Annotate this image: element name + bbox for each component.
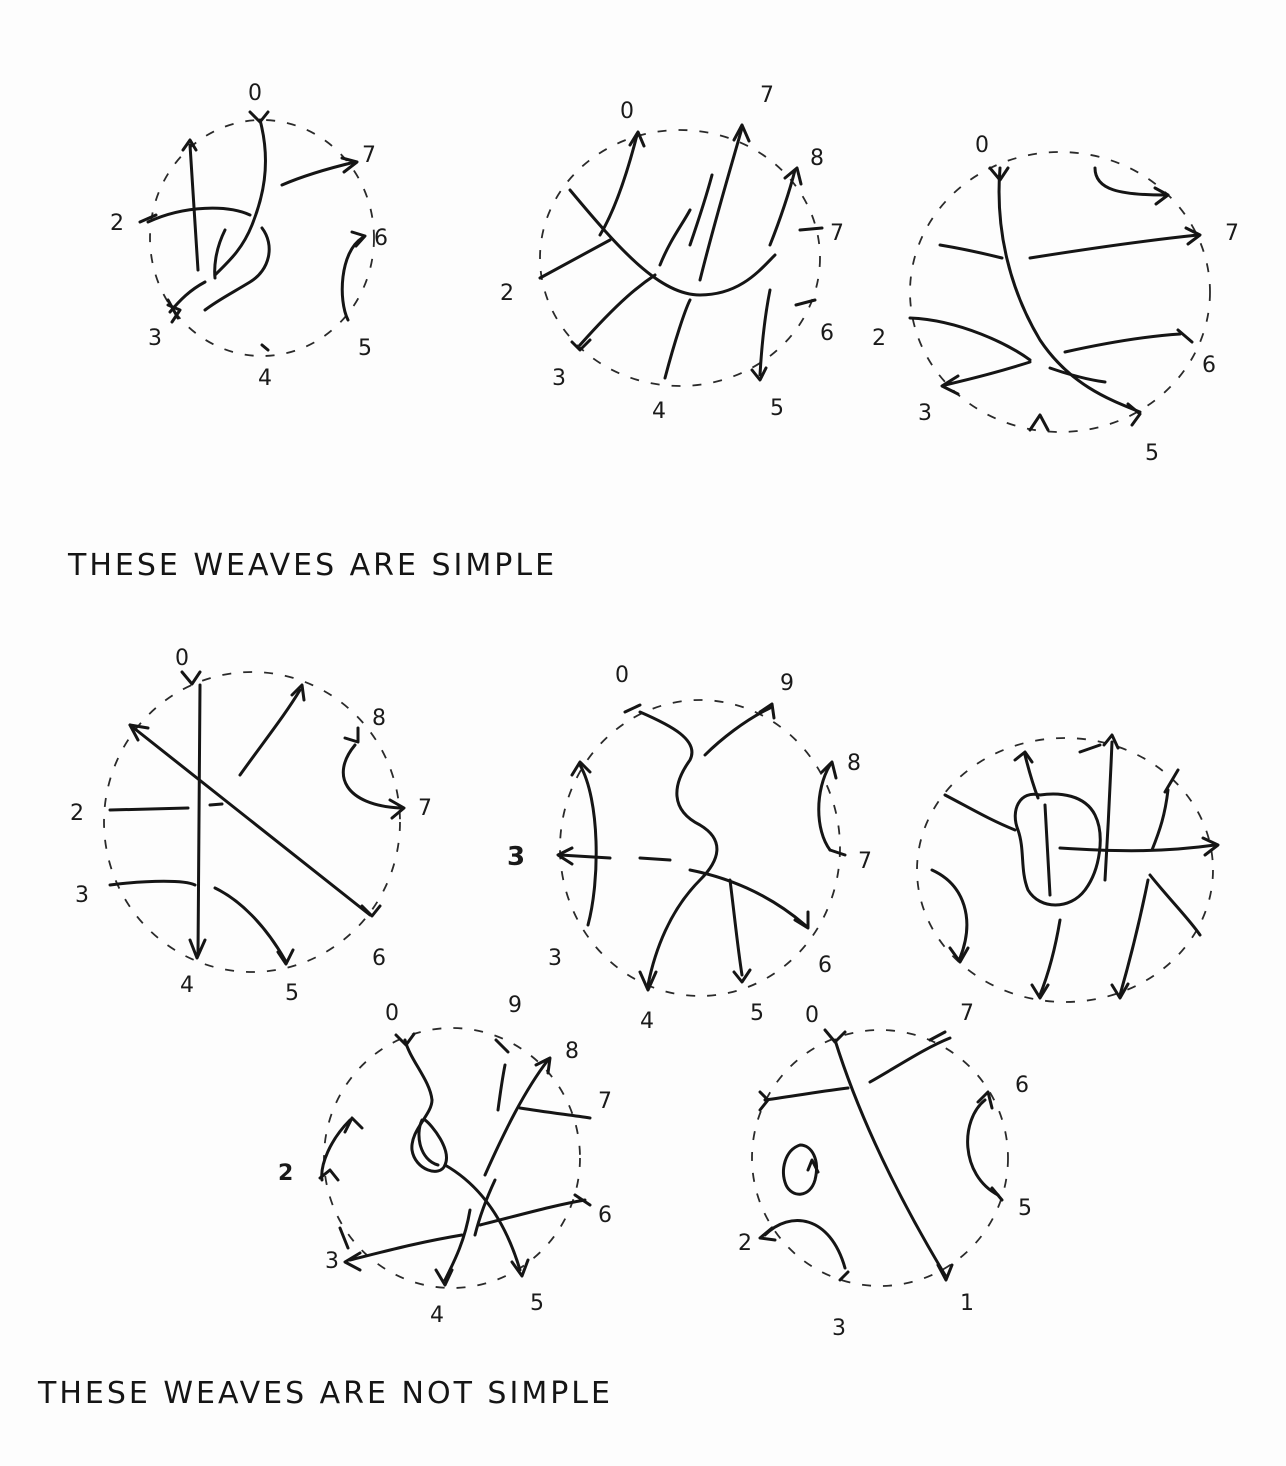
weave-boundary (103, 671, 401, 973)
label-2: 2 (872, 326, 886, 351)
label-3: 3 (548, 946, 562, 971)
label-6: 6 (374, 226, 388, 251)
caption-simple: THESE WEAVES ARE SIMPLE (67, 548, 557, 583)
weave-strands (908, 166, 1202, 432)
label-8: 8 (810, 146, 824, 171)
weave-strands (930, 733, 1220, 1000)
label-2: 2 (110, 211, 124, 236)
label-4: 4 (180, 973, 194, 998)
weave-diagram-7: 0 9 8 7 6 5 4 3 2 (278, 993, 612, 1328)
label-2: 2 (738, 1231, 752, 1256)
label-8: 8 (565, 1039, 579, 1064)
label-1: 1 (960, 1291, 974, 1316)
label-6: 6 (1015, 1073, 1029, 1098)
label-7: 7 (418, 796, 432, 821)
weave-boundary (559, 699, 841, 997)
weave-boundary (909, 151, 1211, 433)
label-7: 7 (858, 849, 872, 874)
label-7: 7 (1225, 221, 1239, 246)
label-0: 0 (620, 99, 634, 124)
label-7b: 7 (830, 221, 844, 246)
weave-diagram-3: 0 7 6 5 3 2 (872, 133, 1239, 466)
weave-strands (758, 1028, 1004, 1282)
label-6: 6 (820, 321, 834, 346)
label-9: 9 (780, 671, 794, 696)
label-0: 0 (615, 663, 629, 688)
label-5: 5 (285, 981, 299, 1006)
label-7: 7 (960, 1001, 974, 1026)
label-5: 5 (1145, 441, 1159, 466)
label-3: 3 (832, 1316, 846, 1341)
weave-boundary (149, 119, 375, 357)
label-3: 3 (918, 401, 932, 426)
weave-strands (538, 123, 824, 382)
label-0: 0 (175, 646, 189, 671)
label-0: 0 (805, 1003, 819, 1028)
label-3: 3 (325, 1249, 339, 1274)
weave-diagram-6 (916, 733, 1220, 1003)
label-5: 5 (530, 1291, 544, 1316)
label-0: 0 (975, 133, 989, 158)
label-5: 5 (1018, 1196, 1032, 1221)
label-3: 3 (148, 326, 162, 351)
label-3b: 3 (507, 842, 525, 872)
weave-boundary (539, 129, 821, 387)
weave-diagram-1: 0 2 3 4 5 6 7 (110, 81, 388, 391)
label-6: 6 (372, 946, 386, 971)
caption-not-simple: THESE WEAVES ARE NOT SIMPLE (37, 1376, 613, 1411)
label-0: 0 (248, 81, 262, 106)
label-5: 5 (750, 1001, 764, 1026)
weave-boundary (751, 1029, 1009, 1287)
weave-strands (556, 702, 847, 992)
label-7: 7 (598, 1089, 612, 1114)
label-3: 3 (75, 883, 89, 908)
label-3: 3 (552, 366, 566, 391)
label-7: 7 (760, 83, 774, 108)
weave-diagram-8: 0 7 6 5 1 3 2 (738, 1001, 1032, 1341)
weave-diagram-5: 0 9 8 7 6 5 4 3 3 (507, 663, 872, 1034)
label-8: 8 (372, 706, 386, 731)
label-7: 7 (362, 143, 376, 168)
label-9: 9 (508, 993, 522, 1018)
label-4: 4 (640, 1009, 654, 1034)
weave-boundary (916, 737, 1214, 1003)
weave-strands (138, 110, 367, 352)
label-4: 4 (652, 399, 666, 424)
weave-diagram-4: 0 8 7 6 5 4 3 2 (70, 646, 432, 1006)
weave-strands (108, 670, 406, 966)
weave-diagram-2: 0 7 8 7 6 5 4 3 2 (500, 83, 844, 424)
label-8: 8 (847, 751, 861, 776)
label-5: 5 (358, 336, 372, 361)
label-4: 4 (430, 1303, 444, 1328)
label-0: 0 (385, 1001, 399, 1026)
weave-strands (318, 1032, 592, 1287)
label-2: 2 (278, 1161, 293, 1186)
label-6: 6 (818, 953, 832, 978)
label-4: 4 (258, 366, 272, 391)
label-6: 6 (598, 1203, 612, 1228)
label-2: 2 (500, 281, 514, 306)
label-6: 6 (1202, 353, 1216, 378)
label-2: 2 (70, 801, 84, 826)
label-5: 5 (770, 396, 784, 421)
